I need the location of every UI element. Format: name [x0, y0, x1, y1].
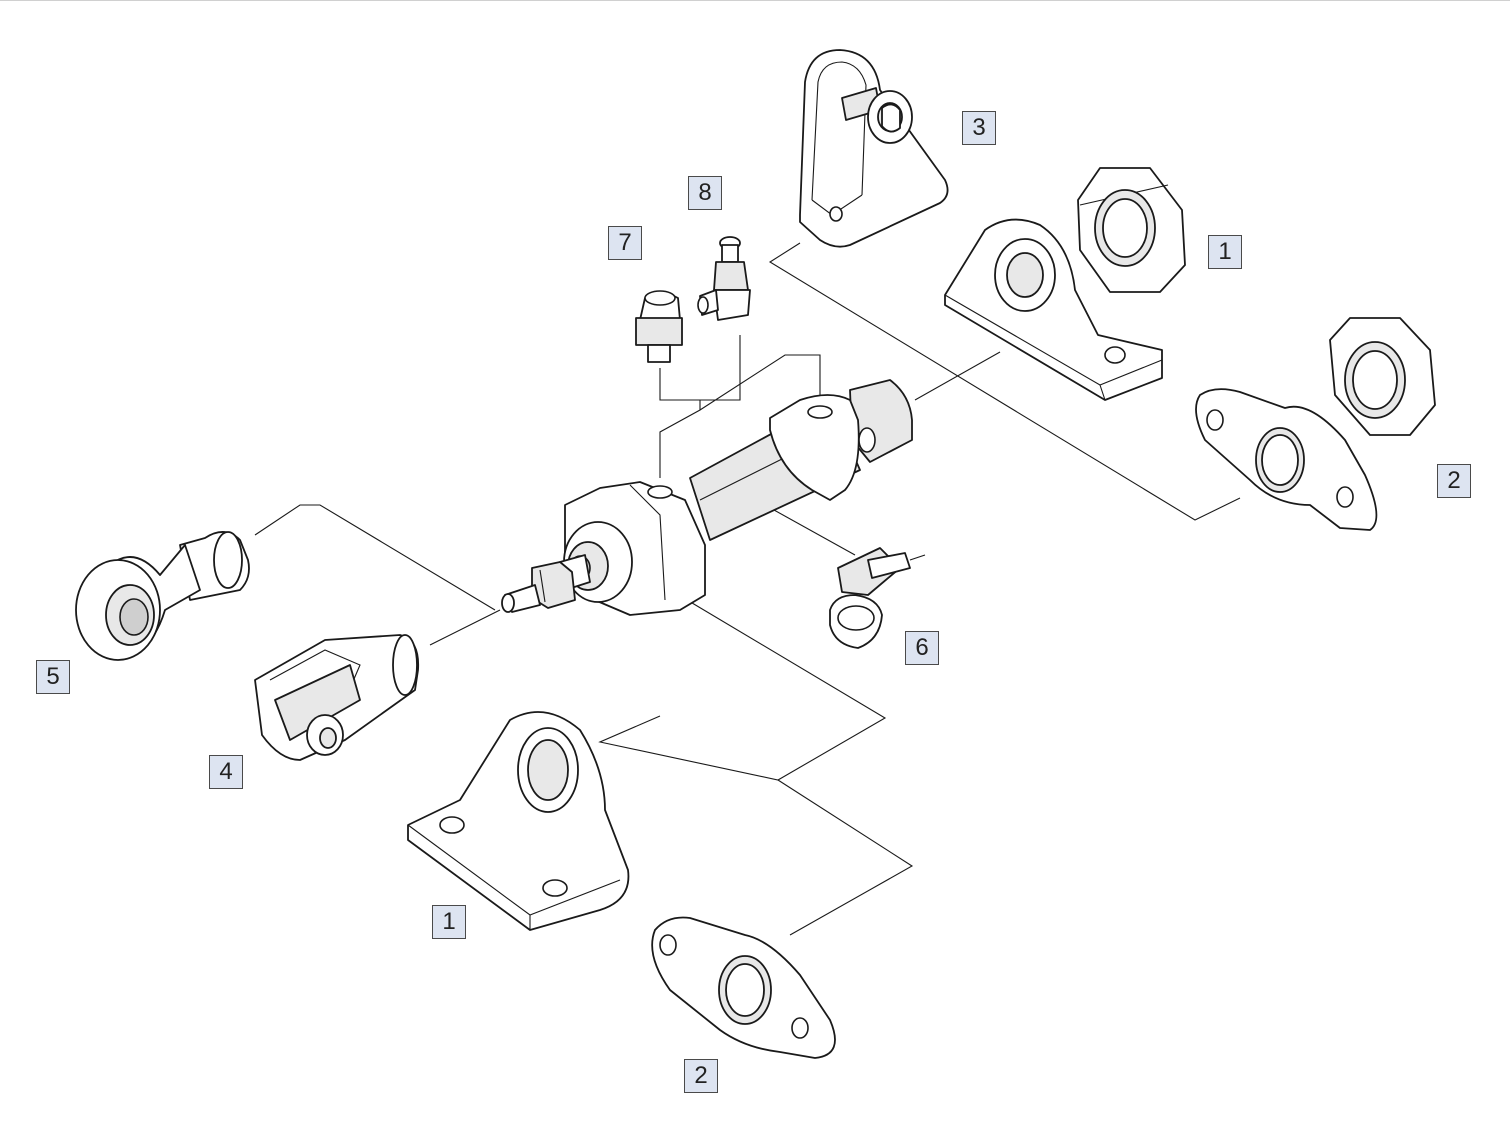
- clevis-bracket: [799, 49, 949, 248]
- pneumatic-cylinder: [563, 379, 913, 616]
- callout-pivot-bracket-top: 1: [1208, 235, 1242, 269]
- flange-plate-bottom: [651, 916, 836, 1059]
- callout-position-sensor: 6: [905, 631, 939, 665]
- position-sensor: [829, 547, 926, 649]
- callout-push-in-fitting: 7: [608, 226, 642, 260]
- hex-nut-right: [1329, 317, 1436, 436]
- top-border: [0, 0, 1510, 1]
- callout-flow-control-valve: 8: [688, 176, 722, 210]
- callout-flange-plate-bottom: 2: [684, 1059, 718, 1093]
- push-in-fitting: [635, 290, 683, 363]
- callout-flange-plate-right: 2: [1437, 464, 1471, 498]
- flow-control-valve: [697, 236, 751, 321]
- callout-rod-eye: 5: [36, 660, 70, 694]
- pivot-bracket-top: [944, 218, 1163, 401]
- flange-plate-right: [1195, 388, 1378, 531]
- rod-clevis: [254, 634, 420, 761]
- callout-clevis-bracket: 3: [962, 111, 996, 145]
- piston-rod-end: [501, 554, 591, 613]
- callout-rod-clevis: 4: [209, 755, 243, 789]
- hex-nut-top: [1077, 167, 1186, 293]
- pivot-bracket-bottom: [407, 711, 630, 931]
- rod-eye: [75, 531, 250, 661]
- leader-lines: [254, 242, 1241, 936]
- callout-pivot-bracket-bottom: 1: [432, 905, 466, 939]
